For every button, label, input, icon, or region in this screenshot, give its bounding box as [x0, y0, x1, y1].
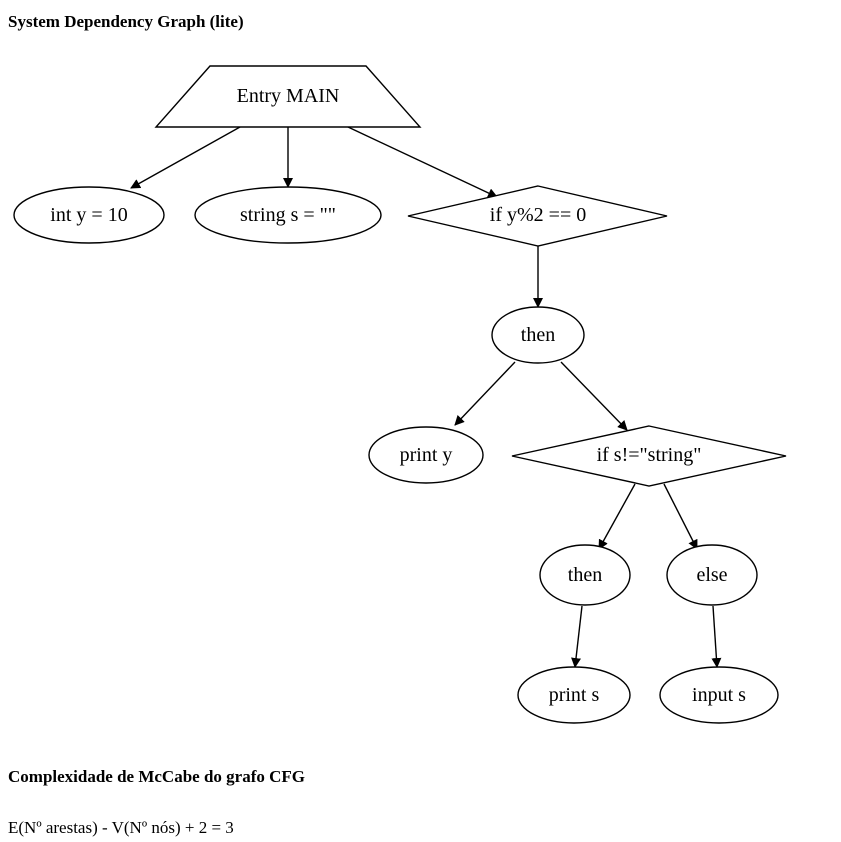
edge-then-to-print-y	[454, 361, 516, 426]
node-then-1	[491, 306, 585, 364]
page-title: System Dependency Graph (lite)	[8, 12, 244, 31]
node-label-else: else	[696, 564, 727, 586]
mccabe-formula: E(Nº arestas) - V(Nº nós) + 2 = 3	[8, 818, 234, 837]
node-label-if-y: if y%2 == 0	[490, 204, 586, 226]
node-label-string-s: string s = ""	[240, 204, 336, 226]
node-label-then-1: then	[521, 324, 555, 346]
node-label-then-2: then	[568, 564, 602, 586]
node-then-2	[539, 544, 631, 606]
edge-else-to-input-s	[711, 605, 722, 668]
node-label-print-s: print s	[549, 684, 600, 706]
node-label-print-y: print y	[400, 444, 453, 466]
node-entry-main	[154, 65, 422, 128]
node-if-y	[407, 185, 668, 247]
node-else	[666, 544, 758, 606]
node-label-input-s: input s	[692, 684, 746, 706]
dependency-graph: Entry MAIN int y = 10 string s = "" if y…	[13, 65, 787, 724]
node-print-y	[368, 426, 484, 484]
edge-if-s-to-then	[598, 483, 636, 550]
mccabe-heading: Complexidade de McCabe do grafo CFG	[8, 767, 306, 786]
node-input-s	[659, 666, 779, 724]
node-label-int-y: int y = 10	[50, 204, 127, 226]
node-print-s	[517, 666, 631, 724]
node-if-s	[511, 425, 787, 487]
edge-entry-to-if-y	[347, 126, 498, 198]
node-label-if-s: if s!="string"	[597, 444, 702, 466]
node-label-entry-main: Entry MAIN	[237, 85, 340, 107]
edge-then-to-print-s	[571, 605, 583, 668]
edge-if-s-to-else	[663, 483, 698, 550]
edge-entry-to-int-y	[130, 126, 241, 189]
edge-then-to-if-s	[560, 361, 628, 431]
node-string-s	[194, 186, 382, 244]
node-int-y	[13, 186, 165, 244]
